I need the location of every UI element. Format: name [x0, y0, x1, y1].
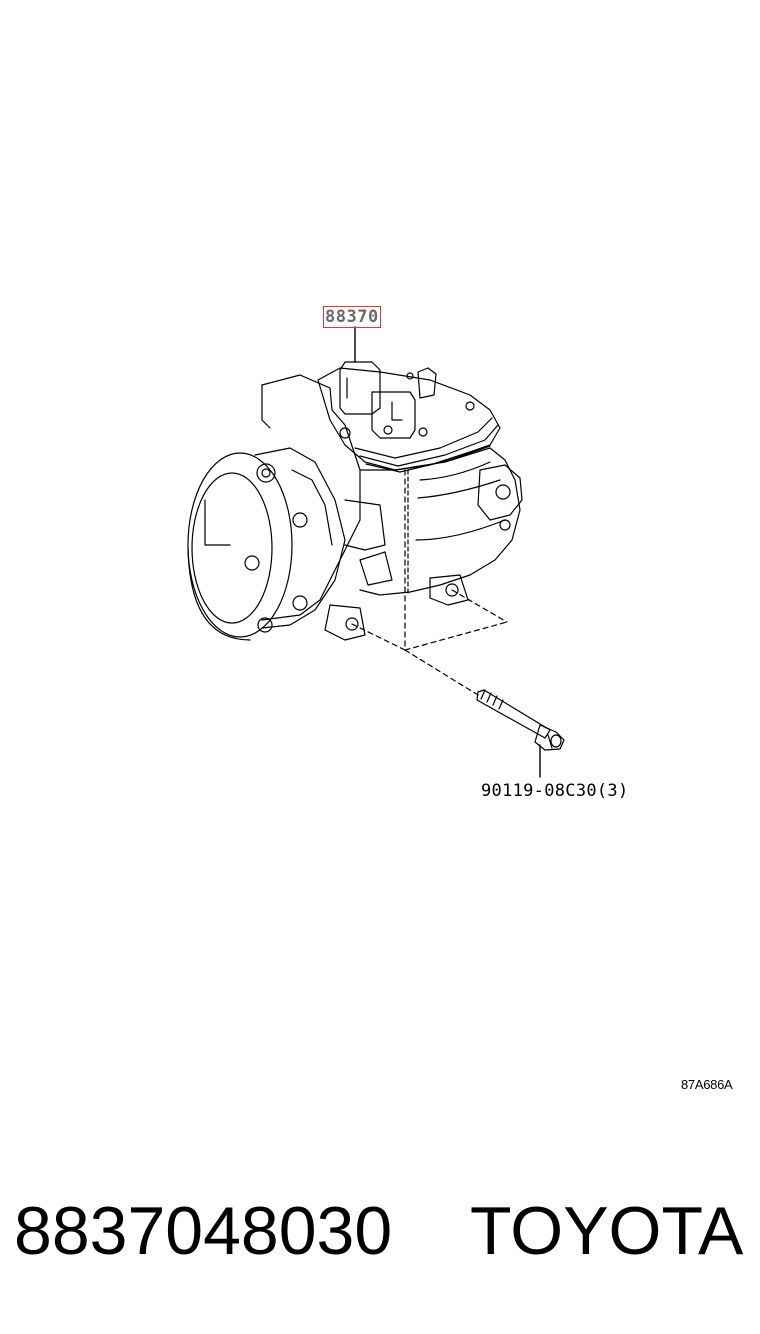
- bolt-icon: [476, 689, 565, 751]
- illustration-code: 87A686A: [681, 1077, 733, 1092]
- footer-brand: TOYOTA: [470, 1193, 744, 1269]
- compressor-body: [187, 367, 523, 641]
- callout-part-88370[interactable]: 88370: [323, 306, 381, 328]
- mounting-dashed-lines: [351, 469, 508, 696]
- control-valve-connector: [339, 361, 437, 439]
- callout-bolt-part[interactable]: 90119-08C30(3): [481, 781, 629, 801]
- footer-part-number: 8837048030: [14, 1193, 393, 1269]
